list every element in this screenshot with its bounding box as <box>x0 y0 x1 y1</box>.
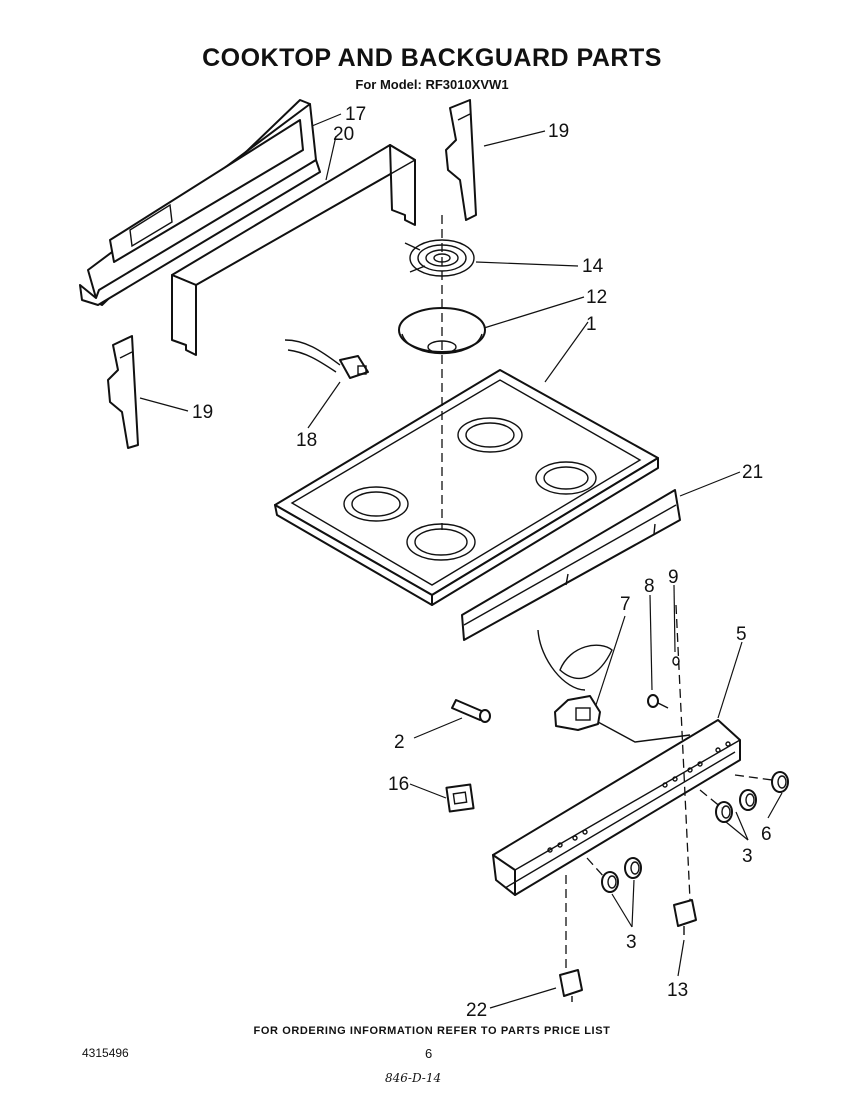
end-cap-19-top <box>445 99 477 221</box>
switch-16 <box>445 783 475 813</box>
callout-7: 7 <box>620 594 631 615</box>
knob-6 <box>771 771 789 793</box>
callout-8: 8 <box>644 576 655 597</box>
knob-3-left-a <box>624 857 642 879</box>
fuse-2 <box>451 699 491 723</box>
callout-3-right: 3 <box>742 846 753 867</box>
callout-22: 22 <box>466 1000 487 1021</box>
callout-12: 12 <box>586 287 607 308</box>
screw-8 <box>647 694 669 709</box>
knob-3-left-b <box>601 871 619 893</box>
callout-13: 13 <box>667 980 688 1001</box>
page-title: COOKTOP AND BACKGUARD PARTS <box>202 44 662 72</box>
callout-21: 21 <box>742 462 763 483</box>
callout-19-top: 19 <box>548 121 569 142</box>
callout-9: 9 <box>668 567 679 588</box>
knob-3-right-a <box>739 789 757 811</box>
callout-3-left: 3 <box>626 932 637 953</box>
terminal-block-18 <box>284 339 369 379</box>
model-subtitle: For Model: RF3010XVW1 <box>355 77 509 92</box>
backguard-panel-17 <box>79 99 321 306</box>
callout-16: 16 <box>388 774 409 795</box>
callout-17: 17 <box>345 104 366 125</box>
end-cap-19-left <box>107 335 139 449</box>
alignment-lines <box>441 215 773 972</box>
callout-18: 18 <box>296 430 317 451</box>
backguard-frame-20 <box>171 144 416 356</box>
leader-lines <box>139 113 783 1009</box>
knob-3-right-b <box>715 801 733 823</box>
infinite-switch-7 <box>537 629 691 743</box>
switch-13 <box>673 899 697 935</box>
control-panel-5 <box>492 719 741 896</box>
cooktop-1 <box>274 369 659 606</box>
callout-20: 20 <box>333 124 354 145</box>
surface-element-14 <box>404 239 475 277</box>
ordering-info-note: FOR ORDERING INFORMATION REFER TO PARTS … <box>253 1025 611 1037</box>
callout-5: 5 <box>736 624 747 645</box>
page-number: 6 <box>425 1046 433 1061</box>
callout-6: 6 <box>761 824 772 845</box>
callout-14: 14 <box>582 256 604 277</box>
handwritten-note: 846-D-14 <box>385 1071 442 1085</box>
callout-2: 2 <box>394 732 405 753</box>
rear-panel-21 <box>461 489 681 641</box>
switch-22 <box>559 969 583 1002</box>
callout-1: 1 <box>586 314 597 335</box>
callout-19-left: 19 <box>192 402 213 423</box>
document-number: 4315496 <box>82 1046 129 1060</box>
